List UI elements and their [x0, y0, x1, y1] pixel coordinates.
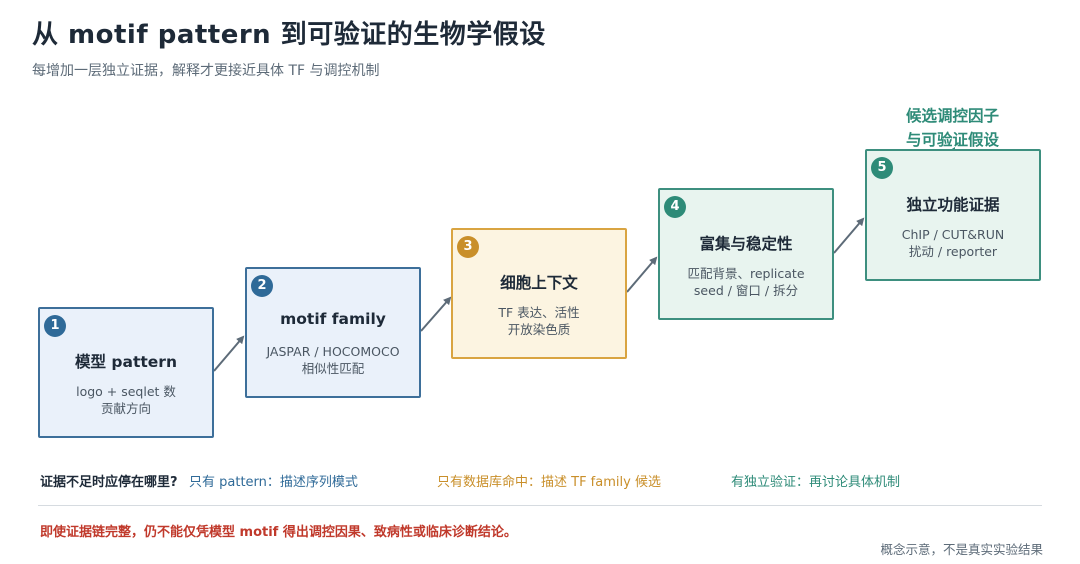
step-2-card: 2 motif family JASPAR / HOCOMOCO 相似性匹配: [245, 267, 421, 398]
legend-item-validation: 有独立验证：再讨论具体机制: [731, 475, 901, 490]
step-5-title: 独立功能证据: [906, 196, 1000, 214]
step-5-badge: 5: [871, 157, 893, 179]
step-4-description: 匹配背景、replicate seed / 窗口 / 拆分: [687, 266, 805, 298]
step-1-badge: 1: [44, 315, 66, 337]
step-2-badge: 2: [251, 275, 273, 297]
arrow-4-to-5: [833, 217, 865, 254]
step-2-description: JASPAR / HOCOMOCO 相似性匹配: [266, 344, 400, 376]
legend-item-database: 只有数据库命中：描述 TF family 候选: [437, 475, 661, 490]
arrow-3-to-4: [626, 256, 658, 293]
step-1-title: 模型 pattern: [75, 353, 177, 371]
step-1-description: logo + seqlet 数 贡献方向: [76, 384, 176, 416]
step-4-card: 4 富集与稳定性 匹配背景、replicate seed / 窗口 / 拆分: [658, 188, 834, 320]
outcome-label: 候选调控因子 与可验证假设: [905, 107, 999, 149]
page-subtitle: 每增加一层独立证据，解释才更接近具体 TF 与调控机制: [32, 63, 380, 79]
legend-question: 证据不足时应停在哪里?: [40, 475, 178, 490]
legend-item-pattern: 只有 pattern：描述序列模式: [189, 475, 358, 490]
step-3-description: TF 表达、活性 开放染色质: [498, 305, 580, 337]
warning-note: 即使证据链完整，仍不能仅凭模型 motif 得出调控因果、致病性或临床诊断结论。: [40, 525, 517, 540]
page-title: 从 motif pattern 到可验证的生物学假设: [32, 20, 546, 50]
step-3-badge: 3: [457, 236, 479, 258]
step-2-title: motif family: [280, 310, 386, 328]
divider: [38, 505, 1042, 506]
step-5-card: 5 独立功能证据 ChIP / CUT&RUN 扰动 / reporter: [865, 149, 1041, 281]
arrow-1-to-2: [213, 335, 245, 372]
step-5-description: ChIP / CUT&RUN 扰动 / reporter: [901, 227, 1005, 259]
step-4-title: 富集与稳定性: [699, 235, 793, 253]
arrow-2-to-3: [420, 296, 452, 332]
step-3-card: 3 细胞上下文 TF 表达、活性 开放染色质: [451, 228, 627, 359]
step-3-title: 细胞上下文: [500, 274, 578, 292]
footnote: 概念示意，不是真实实验结果: [880, 542, 1043, 557]
step-1-card: 1 模型 pattern logo + seqlet 数 贡献方向: [38, 307, 214, 438]
step-4-badge: 4: [664, 196, 686, 218]
